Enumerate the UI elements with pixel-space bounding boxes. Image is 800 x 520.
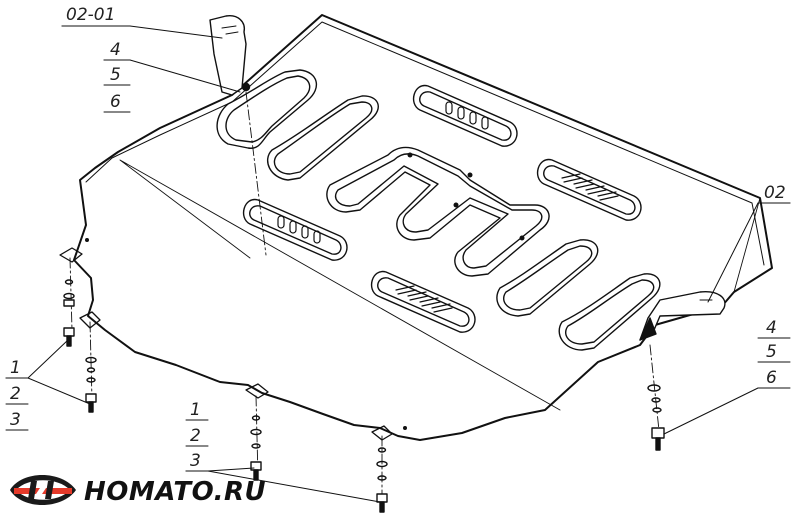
homato-logo[interactable]: HOMATO.RU xyxy=(10,475,266,507)
label-right-4: 4 xyxy=(766,318,777,338)
label-top-5: 5 xyxy=(110,65,121,85)
label-right-5: 5 xyxy=(766,342,777,362)
stamped-rib-left xyxy=(216,69,379,181)
mounting-holes xyxy=(85,152,525,430)
label-top-4: 4 xyxy=(110,40,121,60)
plate-inner-edge xyxy=(85,21,765,266)
fastener-bottom-1 xyxy=(250,415,262,481)
label-bottom-2: 2 xyxy=(190,426,201,446)
label-left-1: 1 xyxy=(10,358,21,378)
label-right-6: 6 xyxy=(766,368,777,388)
plate-fold-line xyxy=(119,159,561,411)
assembly-axes xyxy=(69,91,661,511)
vent-slot-left xyxy=(242,198,348,261)
fastener-right xyxy=(647,384,665,451)
vent-slot-right xyxy=(536,158,642,221)
vent-slot-top xyxy=(412,84,518,147)
bracket-top xyxy=(209,15,251,96)
label-bottom-3: 3 xyxy=(190,451,201,471)
label-bottom-1: 1 xyxy=(190,400,201,420)
fastener-left-2 xyxy=(85,356,97,413)
homato-logo-icon xyxy=(10,475,76,505)
label-part-02-01: 02-01 xyxy=(66,5,115,25)
label-top-6: 6 xyxy=(110,92,121,112)
mounting-tabs xyxy=(59,247,393,441)
label-left-2: 2 xyxy=(10,384,21,404)
stamped-rib-right xyxy=(496,239,661,351)
fastener-bottom-2 xyxy=(376,447,388,513)
leader-lines xyxy=(5,25,791,503)
homato-logo-text: HOMATO.RU xyxy=(84,477,266,507)
plate-outline xyxy=(73,14,773,441)
bracket-right xyxy=(639,291,726,341)
vent-slot-bottom xyxy=(370,270,476,333)
label-part-02: 02 xyxy=(764,183,786,203)
plate-fold-line-2 xyxy=(733,197,761,293)
stamped-rib-center xyxy=(326,146,550,277)
label-rules xyxy=(5,25,791,472)
label-left-3: 3 xyxy=(10,410,21,430)
fastener-left-1 xyxy=(63,279,75,347)
